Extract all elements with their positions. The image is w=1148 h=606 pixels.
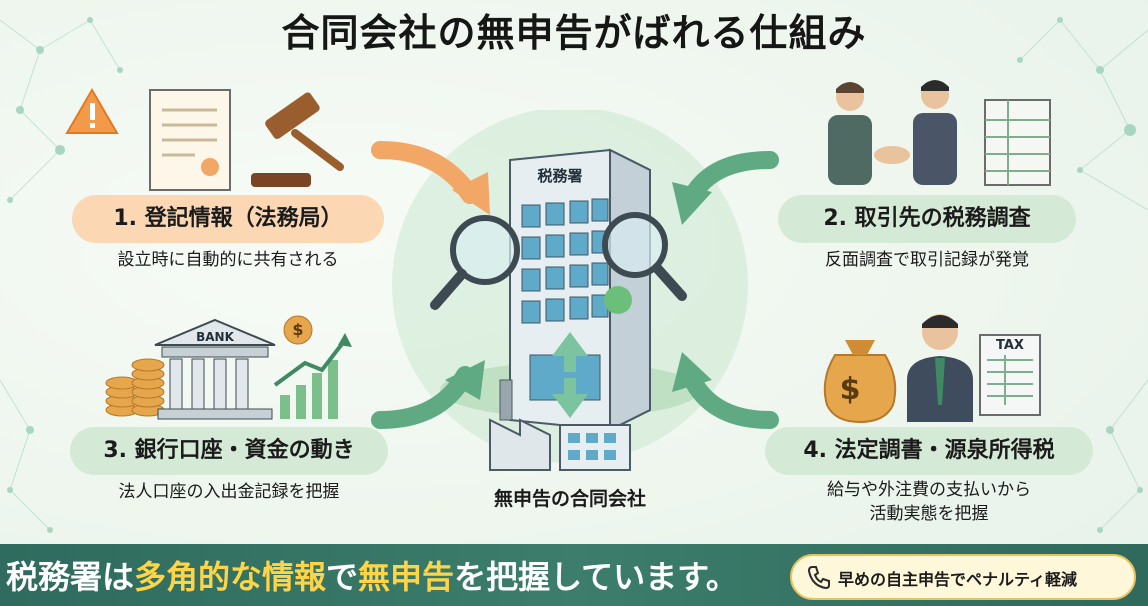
growth-chart-icon — [273, 333, 352, 419]
source-1-label: 1. 登記情報（法務局） — [72, 195, 384, 243]
cta-label: 早めの自主申告でペナルティ軽減 — [838, 570, 1078, 589]
source-2-desc: 反面調査で取引記録が発覚 — [825, 250, 1029, 270]
warning-icon — [65, 88, 119, 134]
source-2-illustration — [828, 80, 1051, 186]
source-4-desc-line-1: 給与や外注費の支払いから — [827, 480, 1031, 500]
factory-icon — [489, 379, 631, 471]
banner-message: 税務署は多角的な情報で無申告を把握しています。 — [6, 552, 738, 598]
source-3-illustration — [105, 315, 352, 420]
handshake-icon — [874, 146, 910, 164]
money-bag-label: $ — [839, 372, 861, 407]
banner-part-1: 税務署は — [6, 558, 135, 596]
source-1-desc: 設立時に自動的に共有される — [117, 250, 339, 270]
source-4-label: 4. 法定調書・源泉所得税 — [765, 427, 1093, 475]
tax-form-label: TAX — [996, 338, 1024, 353]
phone-icon — [807, 566, 830, 590]
banner-part-2: で — [326, 558, 359, 596]
source-3-desc: 法人口座の入出金記録を把握 — [118, 482, 340, 502]
business-person-icon-right — [913, 80, 957, 185]
bank-icon — [154, 318, 276, 420]
money-bag-icon — [823, 340, 897, 424]
self-filing-cta-button[interactable] — [790, 554, 1136, 600]
bank-icon-label: BANK — [196, 330, 234, 344]
gavel-icon — [251, 92, 344, 187]
source-1-illustration — [65, 88, 344, 191]
magnifier-icon-right — [602, 212, 687, 301]
source-3-label: 3. 銀行口座・資金の動き — [70, 427, 388, 475]
source-4-desc: 給与や外注費の支払いから 活動実態を把握 — [765, 478, 1093, 526]
banner-highlight-2: 無申告 — [358, 558, 455, 596]
tax-office-sign: 税務署 — [537, 167, 583, 185]
center-label: 無申告の合同会社 — [493, 488, 646, 510]
ledger-icon — [984, 99, 1051, 186]
source-2-label: 2. 取引先の税務調査 — [778, 195, 1076, 243]
dollar-coin-label: $ — [292, 320, 304, 339]
up-down-arrow-icon — [552, 332, 588, 418]
business-person-icon-left — [828, 82, 872, 185]
banner-part-3: を把握しています。 — [454, 558, 738, 596]
source-4-desc-line-2: 活動実態を把握 — [869, 504, 989, 524]
business-person-icon — [907, 314, 973, 422]
source-4-illustration — [823, 314, 1041, 424]
banner-highlight-1: 多角的な情報 — [134, 558, 327, 596]
tax-form-icon — [979, 334, 1041, 416]
page-title: 合同会社の無申告がばれる仕組み — [281, 11, 867, 55]
coins-icon — [105, 358, 165, 417]
magnifier-icon-left — [430, 215, 520, 310]
dollar-coin-icon — [283, 315, 313, 345]
document-icon — [149, 89, 231, 191]
